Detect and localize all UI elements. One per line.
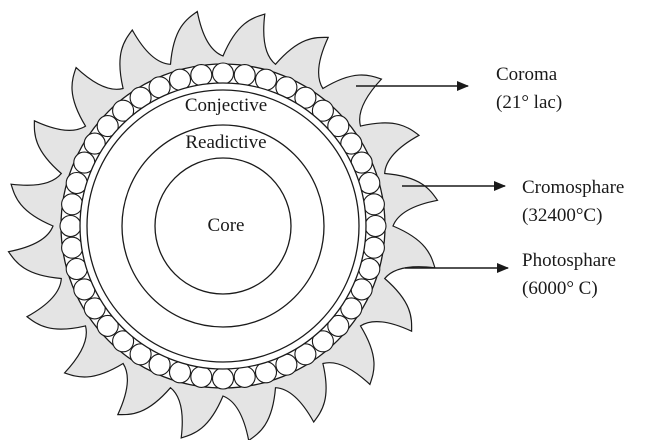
chromosphere-bead xyxy=(83,297,106,320)
core-label: Core xyxy=(208,215,245,236)
chromosphere-bead xyxy=(311,99,334,122)
chromosphere-bead xyxy=(311,330,334,353)
corona-name-label: Coroma xyxy=(496,64,558,85)
core-circle xyxy=(154,157,292,295)
chromosphere-beads xyxy=(59,62,387,390)
chromosphere-bead xyxy=(112,99,135,122)
chromosphere-bead xyxy=(61,193,84,216)
chromosphere-bead xyxy=(96,115,119,138)
chromosphere-bead xyxy=(294,343,317,366)
photosphere-name-label: Photosphare xyxy=(522,250,616,271)
chromosphere-bead xyxy=(190,365,213,388)
chromosphere-bead xyxy=(96,314,119,337)
chromosphere-bead xyxy=(129,343,152,366)
chromosphere-bead xyxy=(112,330,135,353)
chromosphere-name-label: Cromosphare xyxy=(522,177,624,198)
chromosphere-bead xyxy=(61,236,84,259)
readictive-label: Readictive xyxy=(185,132,266,153)
chromosphere-bead xyxy=(327,115,350,138)
corona-value-label: (21° lac) xyxy=(496,92,562,113)
chromosphere-bead xyxy=(233,365,256,388)
photosphere-value-label: (6000° C) xyxy=(522,278,598,299)
chromosphere-bead xyxy=(364,214,387,238)
chromosphere-bead xyxy=(211,367,235,390)
chromosphere-bead xyxy=(59,214,82,238)
chromosphere-bead xyxy=(362,193,385,216)
conjective-label: Conjective xyxy=(185,95,267,116)
chromosphere-bead xyxy=(294,86,317,109)
chromosphere-bead xyxy=(211,62,235,85)
chromosphere-bead xyxy=(190,64,213,87)
chromosphere-bead xyxy=(340,132,363,155)
chromosphere-bead xyxy=(83,132,106,155)
chromosphere-bead xyxy=(362,236,385,259)
chromosphere-bead xyxy=(327,314,350,337)
chromosphere-bead xyxy=(340,297,363,320)
chromosphere-value-label: (32400°C) xyxy=(522,205,602,226)
chromosphere-bead xyxy=(129,86,152,109)
chromosphere-bead xyxy=(233,64,256,87)
